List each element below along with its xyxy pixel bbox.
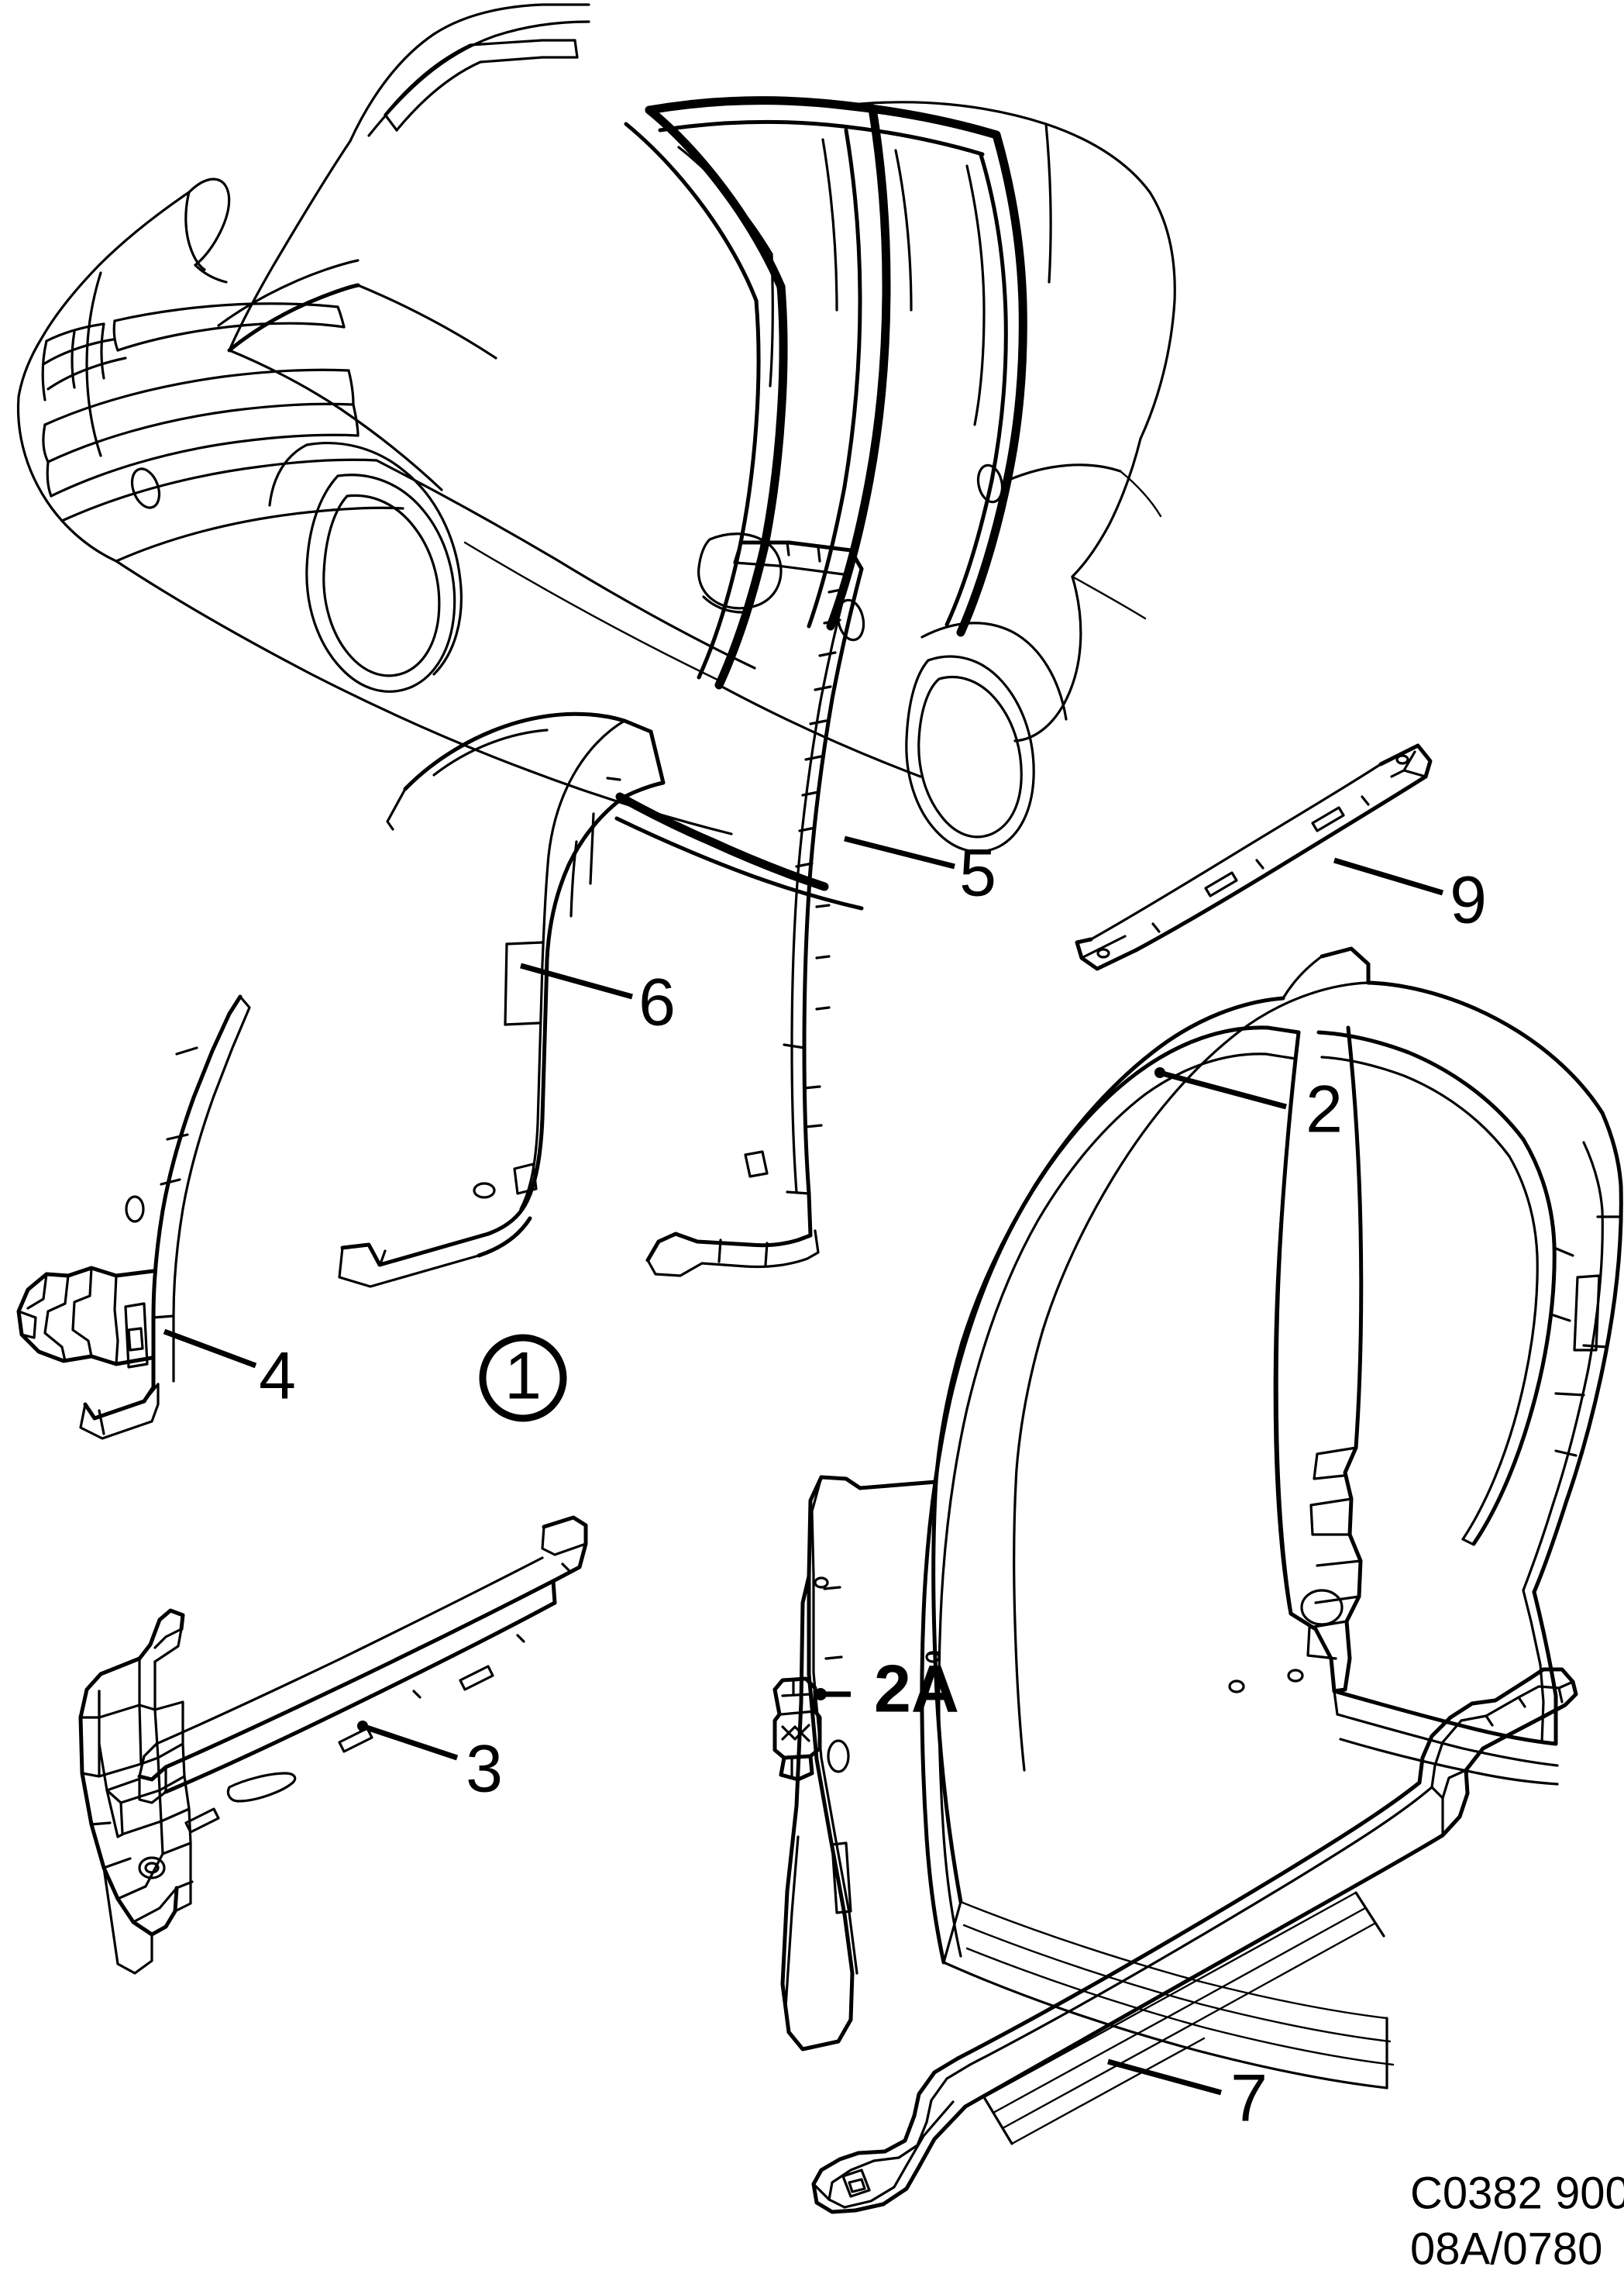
leader-line-2 [1161,1070,1287,1110]
callout-4-label[interactable]: 4 [259,1339,296,1414]
callout-1-label: 1 [504,1339,542,1414]
saab-900-vehicle-illustration [16,3,1176,911]
document-code-line-2: 08A/0780 [1410,2224,1602,2274]
part-2a-retaining-clip [772,1676,822,1782]
part-2-body-side-outer-frame-panel [780,946,1623,2089]
callout-9-label[interactable]: 9 [1450,863,1487,938]
callout-5-label[interactable]: 5 [959,836,996,911]
callout-leader-lines [163,835,1444,2096]
part-4-a-pillar-inner-reinforcement [16,994,251,1440]
callout-labels: 1 2 2A 3 4 5 6 7 9 [259,836,1487,2136]
leader-line-5 [844,835,955,870]
leader-dot-2 [1154,1067,1165,1078]
callout-7-label[interactable]: 7 [1230,2062,1268,2136]
callout-6-label[interactable]: 6 [638,966,676,1040]
leader-line-3 [363,1724,459,1761]
leader-line-6 [520,963,633,1000]
callout-2-label[interactable]: 2 [1306,1073,1343,1147]
callout-2a-label[interactable]: 2A [874,1652,959,1727]
leader-dot-3 [357,1721,368,1731]
part-6-c-pillar-inner-panel [338,711,666,1288]
part-3-inner-sill-rocker-member [78,1515,588,1975]
document-code-line-1: C0382 900 [1410,2168,1624,2218]
part-7-outer-sill-rocker-moulding [811,1667,1578,2214]
part-5-b-pillar-reinforcement [645,540,864,1277]
leader-line-4 [163,1328,257,1369]
callout-1-assembly-group[interactable]: 1 [479,1334,567,1422]
part-9-roof-rail-reinforcement-strip [1075,743,1433,971]
callout-3-label[interactable]: 3 [466,1732,503,1807]
leader-dot-2a [814,1688,827,1700]
leader-line-9 [1333,857,1444,896]
callout-1-circle [479,1334,567,1422]
leader-line-7 [1107,2058,1222,2096]
document-code-block: C0382 900 08A/0780 [1410,2168,1624,2274]
